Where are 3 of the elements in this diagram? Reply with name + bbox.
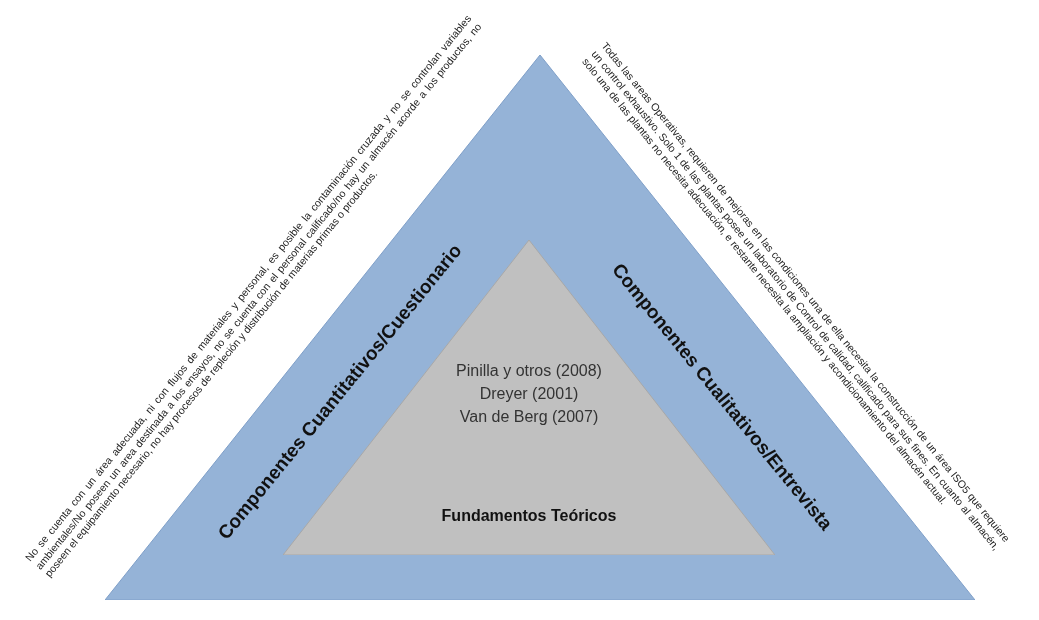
triangle-title: Fundamentos Teóricos xyxy=(441,507,617,525)
reference-entry: Van de Berg (2007) xyxy=(459,408,599,425)
reference-entry: Dreyer (2001) xyxy=(479,385,579,403)
